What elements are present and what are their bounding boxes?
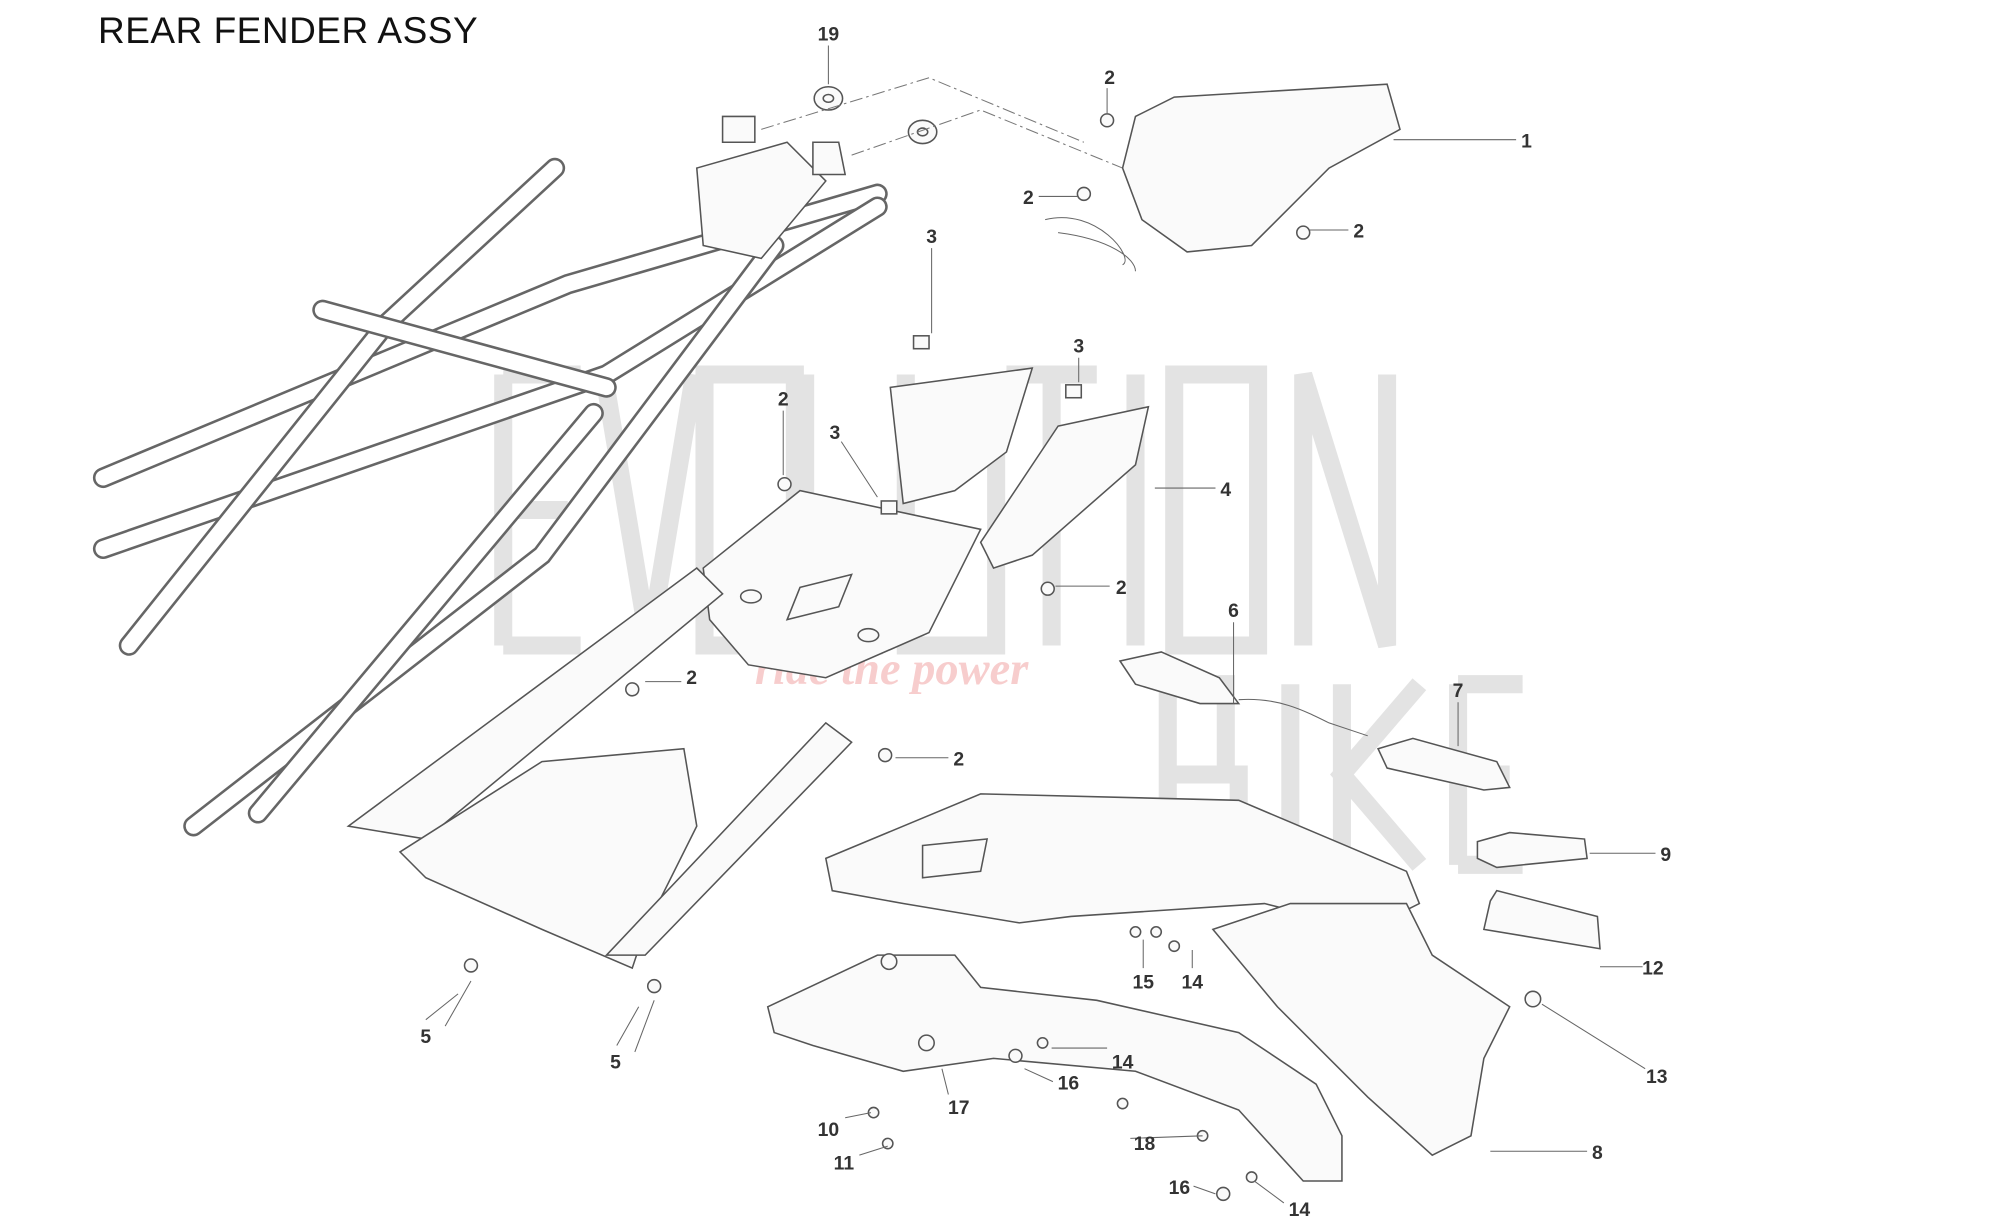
part-13-nut: [1524, 990, 1542, 1008]
callout-2: 2: [953, 748, 964, 770]
callout-2: 2: [686, 667, 697, 689]
part-1-tail-light: [1121, 83, 1401, 253]
callout-9: 9: [1660, 844, 1671, 866]
callout-3: 3: [1073, 336, 1084, 358]
callout-3: 3: [926, 226, 937, 248]
callout-5: 5: [420, 1026, 431, 1048]
callout-10: 10: [818, 1119, 840, 1141]
callout-19: 19: [818, 23, 840, 45]
callout-13: 13: [1646, 1066, 1668, 1088]
callout-16: 16: [1058, 1072, 1080, 1094]
callout-2: 2: [1353, 221, 1364, 243]
left-side-panel: [346, 567, 724, 840]
rear-subframe: [92, 115, 888, 837]
callout-12: 12: [1642, 958, 1664, 980]
callout-8: 8: [1592, 1142, 1603, 1164]
callout-2: 2: [1116, 577, 1127, 599]
callout-2: 2: [778, 388, 789, 410]
callout-14: 14: [1289, 1199, 1311, 1220]
callout-18: 18: [1134, 1133, 1156, 1155]
part-17-mudguard: [766, 954, 1343, 1182]
callout-5: 5: [610, 1052, 621, 1074]
callout-15: 15: [1132, 972, 1154, 994]
callout-4: 4: [1220, 479, 1231, 501]
callout-6: 6: [1228, 600, 1239, 622]
callout-11: 11: [834, 1152, 855, 1174]
callout-14: 14: [1181, 972, 1203, 994]
callout-14: 14: [1112, 1052, 1134, 1074]
part-4-undertray: [889, 367, 1034, 505]
part-8-rear-hugger: [1211, 902, 1511, 1157]
part-7-indicator: [1376, 737, 1511, 791]
callout-17: 17: [948, 1097, 970, 1119]
callout-1: 1: [1521, 130, 1532, 152]
part-9-plate-light: [1476, 831, 1588, 869]
callout-2: 2: [1023, 187, 1034, 209]
part-6-indicator: [1118, 651, 1241, 705]
diagram-title: REAR FENDER ASSY: [98, 10, 479, 51]
part-19-grommets: [813, 86, 938, 145]
leader-lines: [425, 45, 1656, 1204]
callout-2: 2: [1104, 67, 1115, 89]
callout-7: 7: [1453, 680, 1464, 702]
callout-labels: 19 2 1 2 2 3 3 2 3 4 2 6 2 7 2 9 12 15 1…: [420, 23, 1671, 1220]
part-12-reflector: [1482, 889, 1601, 950]
callout-3: 3: [829, 422, 840, 444]
callout-16: 16: [1169, 1177, 1191, 1199]
fasteners: [463, 113, 1311, 1202]
